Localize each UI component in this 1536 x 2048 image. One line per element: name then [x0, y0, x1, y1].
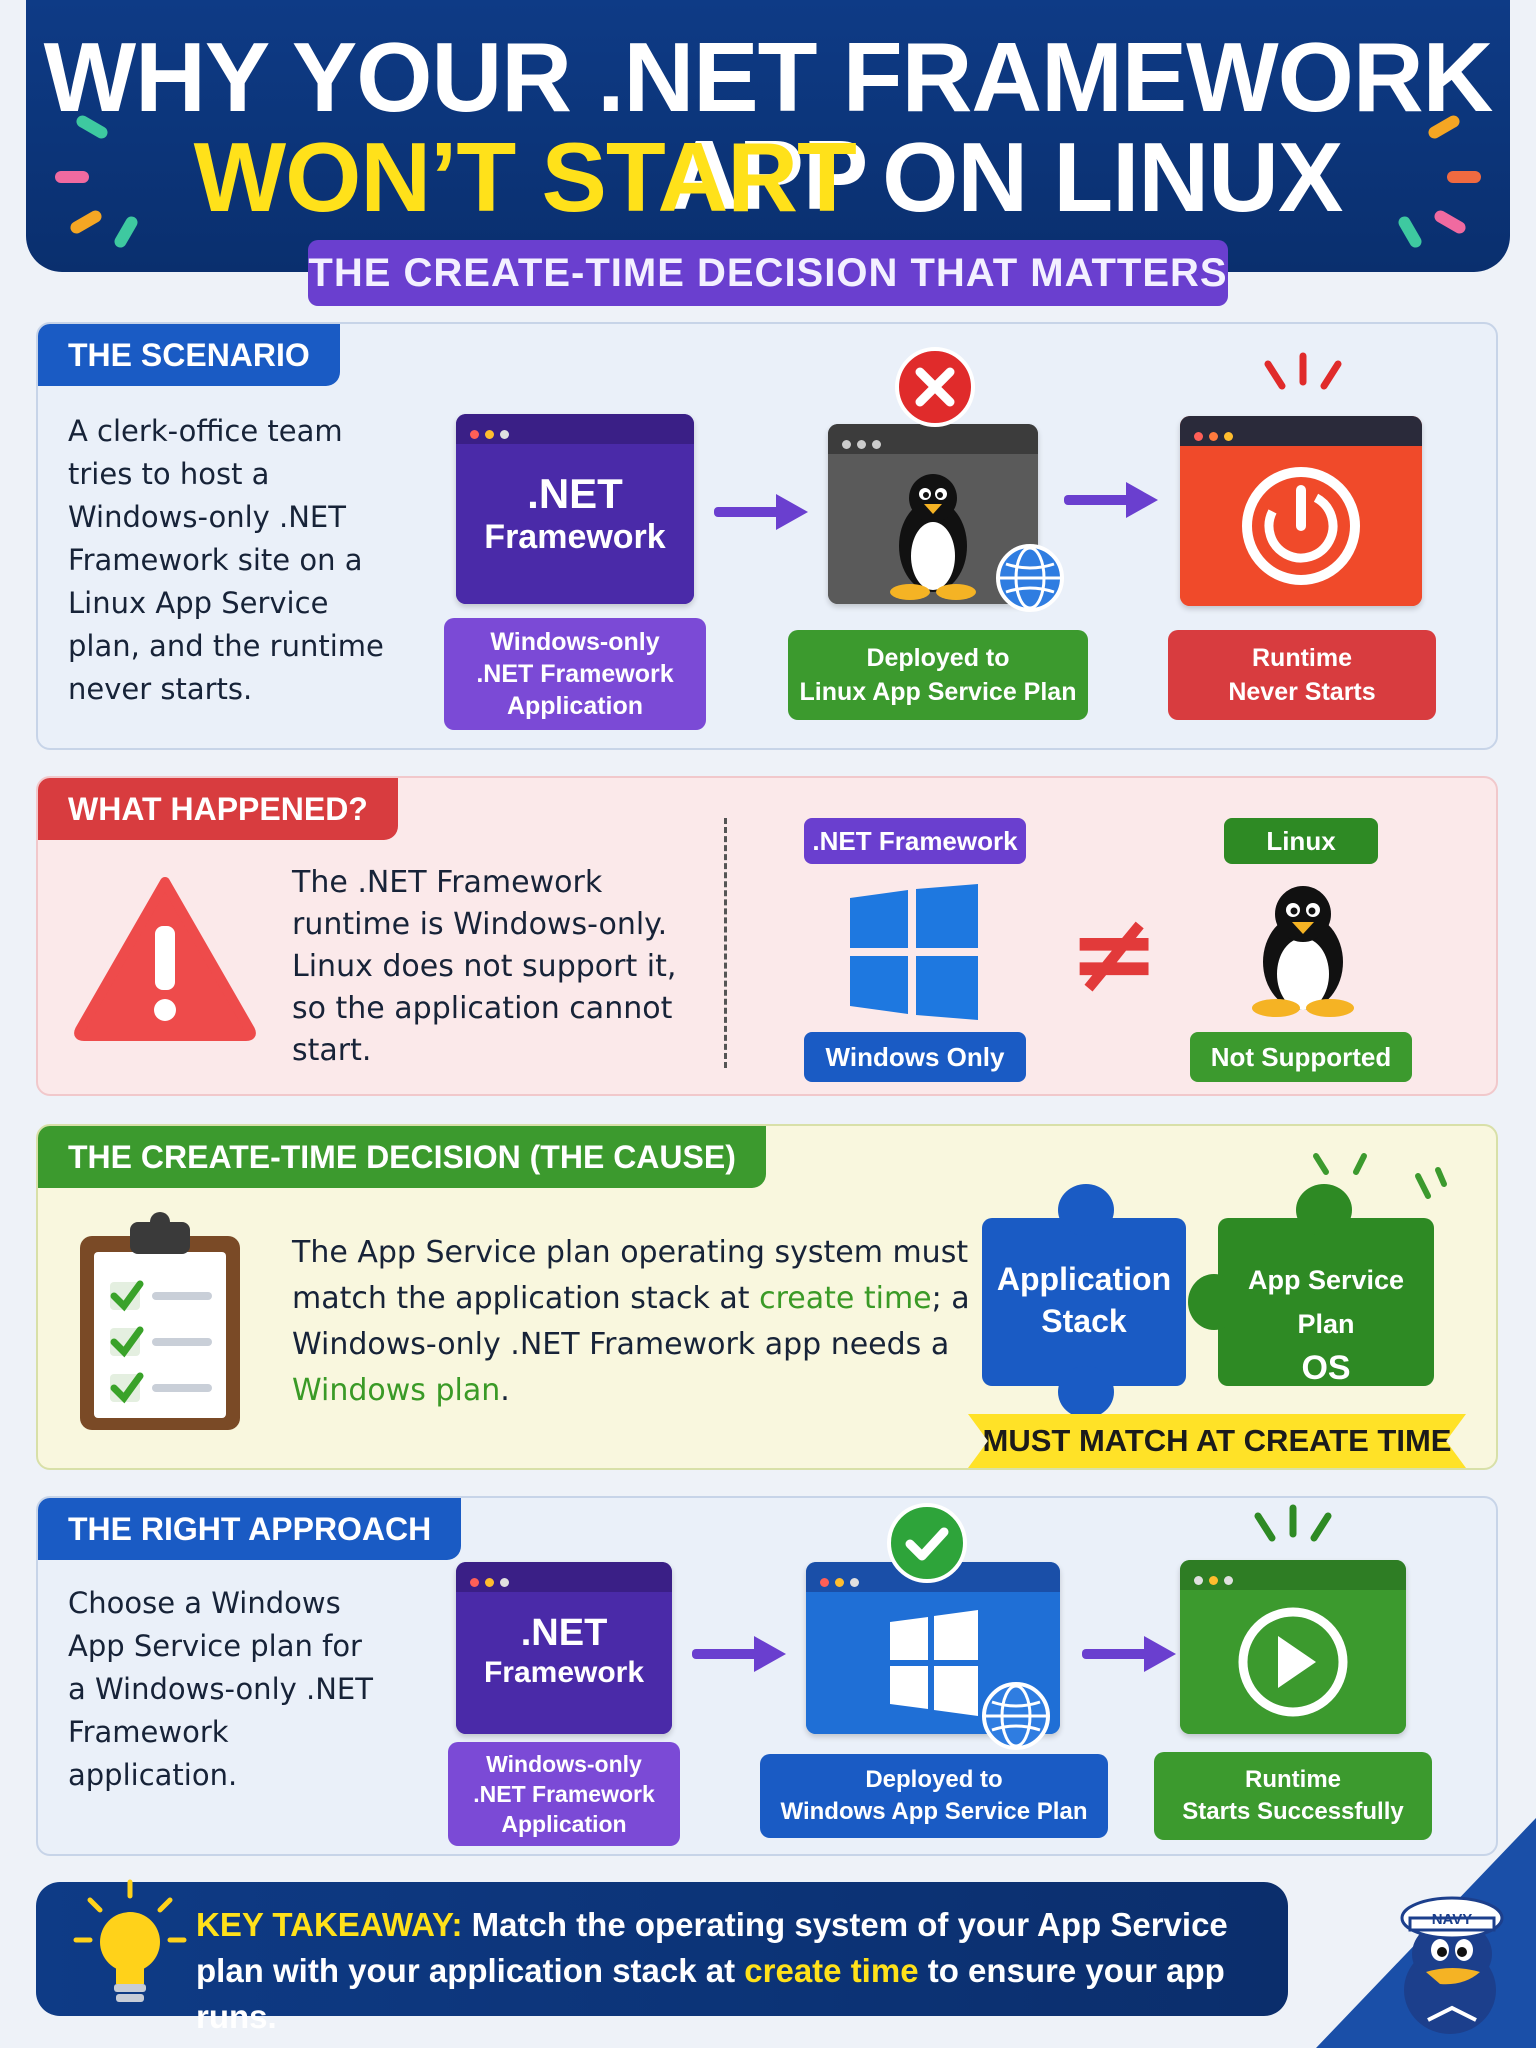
scenario-panel: THE SCENARIO A clerk-office team tries t… — [36, 322, 1498, 750]
app-label-pill: Windows-only .NET Framework Application — [444, 618, 706, 730]
title-rest: ON LINUX — [855, 122, 1343, 232]
app-label-pill: Windows-only .NET Framework Application — [448, 1742, 680, 1846]
decision-description: The App Service plan operating system mu… — [292, 1230, 972, 1414]
decision-highlight-windows-plan: Windows plan — [292, 1373, 501, 1408]
app-label-line2: .NET Framework — [473, 1781, 655, 1807]
what-happened-description: The .NET Framework runtime is Windows-on… — [292, 865, 677, 1068]
deploy-linux-pill: Deployed to Linux App Service Plan — [788, 630, 1088, 720]
dotnet-app-window: .NET Framework — [456, 1562, 672, 1734]
app-label-line1: Windows-only — [490, 628, 660, 656]
lightbulb-icon — [73, 1879, 187, 2002]
runtime-label-line2: Never Starts — [1228, 678, 1376, 706]
deploy-label-line2: Windows App Service Plan — [780, 1798, 1088, 1825]
windows-logo-icon — [850, 884, 978, 1020]
decision-panel: THE CREATE-TIME DECISION (THE CAUSE) The… — [36, 1124, 1498, 1470]
puzzle-left-line1: Application — [996, 1261, 1172, 1297]
warning-icon — [74, 877, 256, 1041]
dotnet-app-window: .NET Framework — [456, 414, 694, 604]
decision-tag: THE CREATE-TIME DECISION (THE CAUSE) — [38, 1126, 766, 1188]
deploy-label-line2: Linux App Service Plan — [799, 678, 1077, 706]
not-supported-caption: Not Supported — [1190, 1032, 1412, 1082]
scenario-tag: THE SCENARIO — [38, 324, 340, 386]
takeaway-label: KEY TAKEAWAY: — [196, 1906, 463, 1943]
takeaway-highlight: create time — [744, 1952, 919, 1989]
windows-logo-icon — [890, 1610, 978, 1716]
approach-tag: THE RIGHT APPROACH — [38, 1498, 462, 1560]
key-takeaway-banner: KEY TAKEAWAY: Match the operating system… — [36, 1879, 1288, 2035]
header-banner — [26, 0, 1510, 272]
window-dots-icon — [1194, 1570, 1239, 1589]
dotnet-card-line1: .NET — [520, 1612, 608, 1654]
title-highlight: WON’T START — [193, 122, 857, 232]
power-icon — [1242, 467, 1360, 585]
arrow-right-icon — [1082, 1636, 1176, 1672]
linux-tag: Linux — [1224, 818, 1378, 864]
runtime-label-line1: Runtime — [1245, 1766, 1341, 1793]
decision-highlight-create-time: create time — [759, 1281, 932, 1316]
tux-penguin-icon — [1252, 886, 1354, 1017]
not-equal-symbol: ≠ — [1068, 889, 1161, 1017]
decision-text-1: The App Service plan operating system mu… — [292, 1235, 969, 1316]
puzzle-right-line1: App Service Plan — [1247, 1265, 1405, 1339]
decision-text-2: ; a Windows-only .NET Framework app need… — [292, 1281, 970, 1362]
divider — [724, 818, 727, 1068]
window-dots-icon — [842, 434, 887, 453]
approach-description: Choose a Windows App Service plan for a … — [68, 1586, 373, 1792]
windows-plan-window — [806, 1562, 1060, 1734]
scenario-description: A clerk-office team tries to host a Wind… — [68, 414, 384, 706]
clipboard-checklist-icon — [80, 1212, 240, 1430]
puzzle-left-line2: Stack — [1041, 1303, 1127, 1339]
window-dots-icon — [820, 1572, 865, 1591]
sparkle-rays-icon — [1313, 1153, 1447, 1199]
window-dots-icon — [1194, 426, 1239, 445]
takeaway-text-1: Match the operating system of your App S… — [196, 1906, 1228, 1989]
app-label-line2: .NET Framework — [476, 660, 674, 688]
runtime-fail-window — [1180, 416, 1422, 606]
app-label-line3: Application — [501, 1811, 627, 1837]
what-happened-tag: WHAT HAPPENED? — [38, 778, 398, 840]
puzzle-right-line2: OS — [1301, 1349, 1351, 1387]
deploy-windows-pill: Deployed to Windows App Service Plan — [760, 1754, 1108, 1838]
globe-icon — [996, 544, 1064, 612]
alert-rays-icon — [1264, 352, 1342, 390]
arrow-right-icon — [714, 494, 808, 530]
dotnet-card-line2: Framework — [483, 1656, 645, 1689]
runtime-success-window — [1180, 1560, 1406, 1734]
windows-only-caption: Windows Only — [804, 1032, 1026, 1082]
deploy-label-line1: Deployed to — [866, 644, 1010, 672]
approach-panel: THE RIGHT APPROACH Choose a Windows App … — [36, 1496, 1498, 1856]
arrow-right-icon — [1064, 482, 1158, 518]
title-line-2: WON’T START ON LINUX — [0, 128, 1536, 226]
subtitle-banner: THE CREATE-TIME DECISION THAT MATTERS — [308, 240, 1228, 306]
success-rays-icon — [1254, 1504, 1332, 1542]
runtime-label-line1: Runtime — [1252, 644, 1352, 672]
error-x-icon — [895, 347, 975, 427]
title-line-1: WHY YOUR .NET FRAMEWORK APP — [43, 22, 1494, 230]
deploy-label-line1: Deployed to — [865, 1766, 1003, 1793]
globe-icon — [982, 1682, 1050, 1750]
app-label-line1: Windows-only — [486, 1751, 642, 1777]
window-dots-icon — [470, 1572, 515, 1591]
linux-window — [828, 424, 1038, 604]
mascot-hat-text: NAVY — [1432, 1911, 1473, 1928]
dotnet-card-line2: Framework — [484, 518, 666, 556]
window-dots-icon — [470, 424, 515, 443]
app-label-line3: Application — [506, 692, 644, 720]
success-check-icon — [887, 1503, 967, 1583]
dotnet-card-line1: .NET — [527, 470, 623, 517]
dotnet-framework-tag: .NET Framework — [804, 818, 1026, 864]
takeaway-text-2: to ensure your app runs. — [196, 1952, 1225, 2035]
runtime-never-starts-pill: Runtime Never Starts — [1168, 630, 1436, 720]
key-takeaway-text: KEY TAKEAWAY: Match the operating system… — [196, 1902, 1276, 2040]
navy-duck-mascot-icon: NAVY — [1400, 1896, 1504, 2034]
must-match-ribbon: MUST MATCH AT CREATE TIME — [968, 1414, 1466, 1468]
what-happened-panel: WHAT HAPPENED? The .NET Framework runtim… — [36, 776, 1498, 1096]
decision-text-3: . — [500, 1373, 510, 1408]
arrow-right-icon — [692, 1636, 786, 1672]
tux-penguin-icon — [890, 474, 976, 600]
play-icon — [1238, 1607, 1348, 1717]
